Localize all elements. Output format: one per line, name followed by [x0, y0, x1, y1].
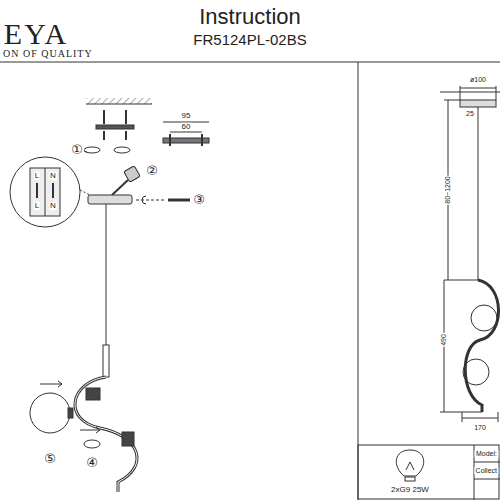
- extension-line: [444, 280, 478, 281]
- dimension-label: 170: [473, 424, 487, 431]
- model-number: FR5124PL-02BS: [192, 32, 307, 48]
- canopy: [88, 195, 132, 204]
- brand-logo: EYA: [3, 18, 69, 50]
- suspension-wire: [106, 204, 107, 345]
- screw: [125, 131, 127, 140]
- dimension-line: [460, 88, 496, 89]
- bulb-socket: [86, 388, 100, 400]
- glass-globe: [30, 393, 70, 433]
- screw-path: [136, 200, 164, 201]
- g9-bulb: [84, 440, 100, 448]
- ceiling-hatch: [86, 98, 152, 104]
- bulb-icon: [396, 450, 423, 476]
- spec-divider: [474, 479, 500, 480]
- callout-number: ④: [85, 456, 99, 470]
- dimension-label: 80~1200: [444, 175, 451, 204]
- terminal-label: L: [34, 172, 40, 180]
- spec-box: [358, 445, 499, 499]
- frame-line: [358, 62, 359, 500]
- wire: [36, 183, 38, 198]
- mounting-bracket: [96, 125, 134, 129]
- callout-number: ⑤: [43, 452, 57, 466]
- terminal-label: L: [34, 202, 40, 210]
- dimension-line: [462, 418, 498, 419]
- globe-side: [471, 305, 497, 331]
- screw: [169, 134, 171, 146]
- page-title: Instruction: [198, 5, 302, 28]
- table-cell: Collect: [475, 467, 498, 474]
- rotate-arrow: [142, 196, 146, 204]
- terminal-block: [30, 168, 60, 216]
- rotate-arrow: [114, 147, 130, 153]
- arrow: [80, 427, 100, 433]
- suspension-wire: [478, 107, 479, 280]
- extension-line: [462, 412, 463, 422]
- extension-line: [444, 100, 460, 101]
- callout-number: ①: [70, 143, 84, 157]
- wire: [52, 183, 54, 198]
- dimension-label: 25: [465, 110, 475, 117]
- screw: [103, 110, 105, 124]
- s-arm-highlight: [75, 377, 137, 492]
- rotate-arrow: [84, 147, 100, 153]
- ceiling-line: [86, 104, 152, 105]
- screw: [125, 110, 127, 124]
- canopy-side: [460, 100, 496, 107]
- wire-connector: [124, 166, 140, 182]
- globe-side: [463, 359, 489, 385]
- callout-number: ②: [145, 164, 159, 178]
- lamp-spec: 2xG9 25W: [390, 486, 430, 494]
- screw: [103, 131, 105, 140]
- terminal-divider: [45, 168, 46, 216]
- bulb-base: [405, 477, 415, 481]
- dimension-label: ø100: [469, 76, 487, 83]
- dimension-line: [170, 132, 202, 133]
- arrow: [40, 381, 62, 387]
- s-arm-side: [465, 280, 498, 412]
- callout-number: ③: [192, 193, 206, 207]
- detail-circle: [10, 157, 80, 227]
- brand-tagline: ON OF QUALITY: [2, 49, 94, 60]
- ceiling-line: [440, 92, 500, 93]
- dimension-label: 95: [181, 112, 192, 120]
- terminal-label: N: [49, 202, 57, 210]
- spec-divider: [474, 462, 500, 463]
- dimension-label: 60: [181, 123, 192, 131]
- extension-line: [498, 412, 499, 422]
- fixing-screw: [168, 199, 190, 202]
- supply-wire: [112, 180, 128, 195]
- extension-line: [440, 412, 482, 413]
- frame-line: [0, 62, 500, 63]
- globe-neck: [68, 408, 73, 418]
- terminal-label: N: [49, 172, 57, 180]
- bulb-filament: [406, 462, 414, 470]
- tube: [103, 345, 109, 377]
- s-arm: [75, 377, 137, 492]
- table-cell: Model:: [475, 450, 498, 457]
- screw: [201, 134, 203, 146]
- bulb-socket: [122, 432, 134, 446]
- dimension-label: 490: [440, 333, 447, 347]
